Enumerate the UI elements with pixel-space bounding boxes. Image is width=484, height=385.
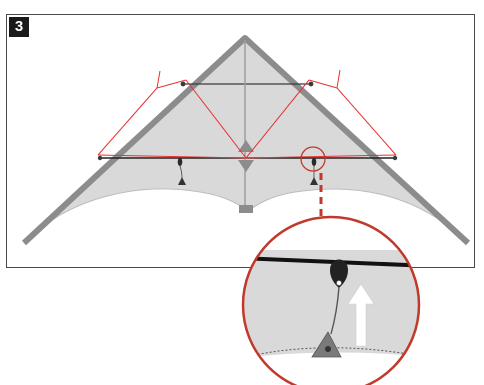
bridle-lines: [97, 69, 397, 159]
step-number-badge: 3: [9, 17, 29, 37]
magnified-detail: [241, 215, 421, 385]
fittings: [97, 81, 398, 185]
kite-frame: [21, 35, 471, 246]
up-arrow-icon: [347, 283, 375, 347]
detail-marker-circle: [300, 146, 326, 172]
